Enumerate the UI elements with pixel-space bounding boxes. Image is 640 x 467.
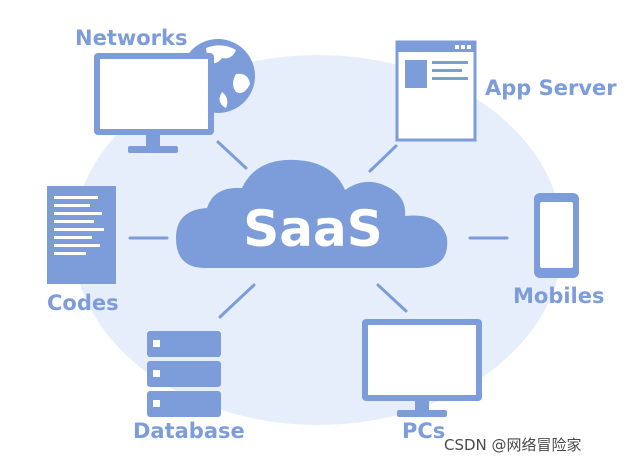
server-unit [147,391,221,417]
app-server-icon [395,40,477,142]
browser-text-line [432,77,468,80]
browser-text-line [432,61,468,64]
browser-dot-3 [467,45,471,49]
server-unit [147,331,221,357]
code-line [54,204,90,207]
code-line [54,252,86,255]
label-codes: Codes [47,291,119,315]
code-line [54,220,94,223]
pc-monitor-screen [368,325,476,395]
browser-image [405,60,427,88]
label-database: Database [133,419,245,443]
phone-screen [540,202,573,268]
connectors [128,140,509,319]
server-unit [147,361,221,387]
pc-icon [362,319,482,417]
server-led [153,400,160,407]
label-mobiles: Mobiles [513,284,605,308]
networks-icon [94,39,255,153]
networks-monitor-base [128,146,178,153]
browser-frame [395,40,477,142]
code-line [54,228,104,231]
connector-pcs [376,283,408,313]
saas-cloud: SaaS [176,159,448,268]
networks-monitor-neck [146,135,160,146]
server-led [153,370,160,377]
connector-app-server [368,144,398,173]
code-line [54,212,102,215]
pc-monitor-base [397,410,447,417]
saas-label: SaaS [243,200,383,258]
database-icon [147,331,221,417]
label-pcs: PCs [402,419,446,443]
connector-database [218,283,256,319]
code-document [47,186,116,284]
watermark: CSDN @网络冒险家 [444,436,582,454]
codes-icon [47,186,116,284]
code-line [54,244,100,247]
browser-toolbar [397,42,475,52]
globe-continents [206,45,250,108]
connector-networks [216,140,248,170]
pc-monitor-neck [415,401,429,411]
browser-dot-1 [455,45,459,49]
networks-monitor-screen [100,59,208,129]
server-led [153,340,160,347]
browser-text-line [432,69,462,72]
cloud-shape [176,159,448,268]
browser-dot-2 [461,45,465,49]
label-networks: Networks [75,26,188,50]
label-app-server: App Server [485,76,617,100]
mobile-icon [534,193,579,278]
code-line [54,196,98,199]
code-line [54,236,92,239]
